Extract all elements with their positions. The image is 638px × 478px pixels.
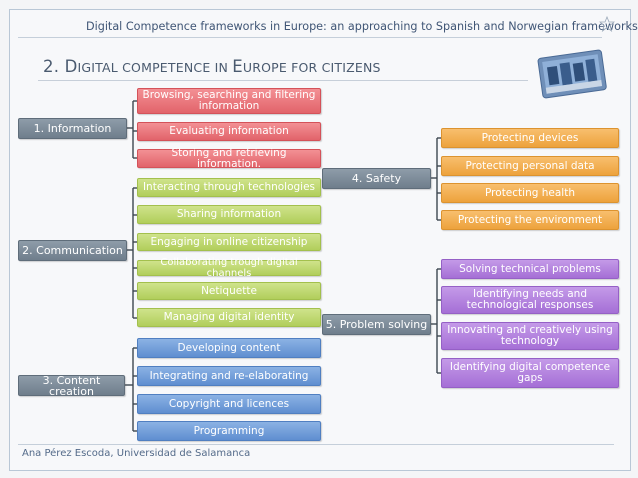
competence-protecting-health: Protecting health bbox=[441, 183, 619, 203]
star-decoration-icon bbox=[599, 16, 615, 32]
category-problem-solving: 5. Problem solving bbox=[322, 314, 431, 335]
competence-identifying-needs: Identifying needs and technological resp… bbox=[441, 286, 619, 314]
header-divider bbox=[18, 37, 602, 38]
competence-identifying-gaps: Identifying digital competence gaps bbox=[441, 358, 619, 388]
competence-collaborating: Collaborating trough digital channels bbox=[137, 257, 321, 279]
eu-digital-image bbox=[537, 49, 607, 99]
competence-identity: Managing digital identity bbox=[137, 308, 321, 327]
competence-copyright: Copyright and licences bbox=[137, 394, 321, 414]
category-communication: 2. Communication bbox=[18, 240, 127, 261]
competence-evaluating: Evaluating information bbox=[137, 122, 321, 141]
header-title: Digital Competence frameworks in Europe:… bbox=[86, 20, 638, 33]
category-information: 1. Information bbox=[18, 118, 127, 139]
competence-innovating: Innovating and creatively using technolo… bbox=[441, 322, 619, 350]
competence-protecting-data: Protecting personal data bbox=[441, 156, 619, 176]
footer-author: Ana Pérez Escoda, Universidad de Salaman… bbox=[22, 448, 251, 459]
competence-storing: Storing and retrieving information. bbox=[137, 147, 321, 169]
competence-interacting: Interacting through technologies bbox=[137, 178, 321, 197]
competence-citizenship: Engaging in online citizenship bbox=[137, 233, 321, 251]
competence-sharing: Sharing information bbox=[137, 205, 321, 224]
section-title: 2. DIGITAL COMPETENCE IN EUROPE FOR CITI… bbox=[43, 57, 381, 76]
competence-integrating: Integrating and re-elaborating bbox=[137, 366, 321, 386]
footer-divider bbox=[18, 444, 614, 445]
category-content-creation: 3. Content creation bbox=[18, 375, 125, 397]
competence-netiquette: Netiquette bbox=[137, 282, 321, 300]
competence-solving-technical: Solving technical problems bbox=[441, 259, 619, 279]
competence-developing: Developing content bbox=[137, 338, 321, 358]
competence-browsing: Browsing, searching and filtering inform… bbox=[137, 88, 321, 114]
competence-protecting-devices: Protecting devices bbox=[441, 128, 619, 148]
title-underline bbox=[38, 80, 528, 81]
competence-protecting-environment: Protecting the environment bbox=[441, 210, 619, 230]
category-safety: 4. Safety bbox=[322, 168, 431, 189]
competence-programming: Programming bbox=[137, 421, 321, 441]
